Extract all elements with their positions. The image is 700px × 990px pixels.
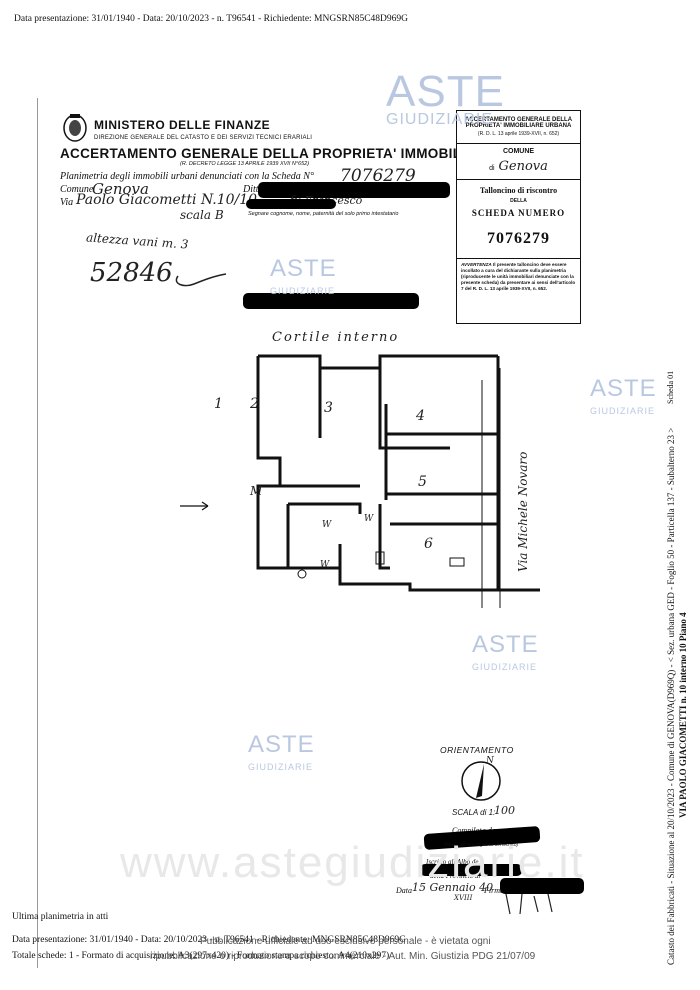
ministry-title: MINISTERO DELLE FINANZE	[94, 118, 271, 132]
orientamento-label: ORIENTAMENTO	[440, 745, 514, 755]
comune-hand: Genova	[92, 180, 149, 198]
room-w2: W	[364, 514, 374, 524]
watermark-2-sub: GIUDIZIARIE	[270, 286, 336, 296]
watermark-3-sub: GIUDIZIARIE	[590, 406, 656, 416]
room-6: 6	[424, 536, 433, 552]
watermark-top-brand: ASTE	[386, 67, 505, 116]
room-m: M	[250, 484, 263, 498]
scheda-number-hand: 7076279	[340, 166, 416, 186]
nome-tecnico-label: (Titolo, nome e cognome del tecnico)	[444, 842, 518, 847]
comune-label: Comune	[60, 184, 94, 195]
document-header: Data presentazione: 31/01/1940 - Data: 2…	[14, 14, 409, 24]
segnare-text: Segnare cognome, nome, paternità del sol…	[248, 211, 399, 217]
watermark-3: ASTE GIUDIZIARIE	[590, 375, 657, 422]
redaction-firma	[500, 878, 584, 894]
watermark-5-brand: ASTE	[248, 731, 315, 758]
watermark-3-brand: ASTE	[590, 375, 657, 402]
altezza-hand: altezza vani m. 3	[85, 230, 189, 252]
form-title: ACCERTAMENTO GENERALE DELLA PROPRIETA' I…	[60, 146, 560, 161]
tallon-avvertenza-title: AVVERTENZA	[461, 262, 492, 267]
tallon-comune-label: COMUNE	[502, 148, 535, 155]
cortile-label: Cortile interno	[272, 330, 400, 345]
via-label: Via	[60, 197, 74, 208]
side-text-address: VIA PAOLO GIACOMETTI n. 10 interno 10 Pi…	[678, 612, 688, 818]
overlay-notice-2: ripubblicazione o riproduzione a scopo c…	[150, 951, 536, 962]
number-hand: 52846	[90, 258, 173, 288]
emblem-icon	[63, 114, 87, 142]
room-4: 4	[416, 408, 425, 424]
room-1: 1	[214, 396, 223, 412]
scala-value-hand: 100	[494, 804, 515, 817]
wall-top	[258, 354, 498, 370]
watermark-4: ASTE GIUDIZIARIE	[472, 631, 539, 678]
compass-icon	[461, 761, 501, 801]
via-hand: Paolo Giacometti N.10/10	[76, 192, 258, 208]
iscritto-label: Iscritto all'Albo de	[426, 858, 479, 866]
provincia-label: della Provincia di	[430, 872, 481, 880]
redaction-mid	[243, 293, 419, 309]
redaction-iscritto	[420, 864, 522, 876]
overlay-notice-1: Pubblicazione ufficiale ad uso esclusivo…	[200, 936, 491, 947]
watermark-4-sub: GIUDIZIARIE	[472, 662, 538, 672]
footer-ultima: Ultima planimetria in atti	[12, 912, 109, 922]
margin-line	[37, 98, 38, 968]
side-text-catasto: Catasto dei Fabbricati - Situazione al 2…	[666, 427, 676, 965]
watermark-url: www.astegiudiziarie.it	[120, 838, 585, 887]
ditta-label: Ditta	[243, 184, 264, 195]
wall-left	[256, 356, 282, 570]
data-label: Data	[396, 886, 412, 895]
watermark-2-brand: ASTE	[270, 255, 337, 282]
tallon-scheda: SCHEDA NUMERO	[471, 208, 566, 218]
room-3: 3	[324, 400, 333, 416]
room-w1: W	[322, 520, 332, 530]
tallon-decree: (R. D. L. 13 aprile 1939-XVII, n. 652)	[477, 131, 560, 137]
planimetria-label: Planimetria degli immobili urbani denunc…	[60, 171, 314, 182]
wall-bottom	[280, 566, 498, 592]
hand-stroke	[175, 273, 227, 287]
watermark-top: ASTE GIUDIZIARIE	[386, 70, 505, 128]
tallon-number: 7076279	[487, 230, 550, 247]
room-5: 5	[418, 474, 427, 490]
tallon-della: DELLA	[510, 198, 527, 204]
footer-line-1: Data presentazione: 31/01/1940 - Data: 2…	[12, 935, 407, 945]
watermark-5-sub: GIUDIZIARIE	[248, 762, 314, 772]
footer-line-2: Totale schede: 1 - Formato di acquisizio…	[12, 951, 390, 961]
wall-bath	[378, 504, 390, 570]
tallon-di: di	[489, 165, 495, 172]
direzione-text: DIREZIONE GENERALE DEL CATASTO E DEI SER…	[94, 135, 313, 141]
room-w3: W	[320, 560, 330, 570]
decree-text: (R. DECRETO LEGGE 13 APRILE 1939 XVII N°…	[180, 161, 310, 167]
talloncino-box: ACCERTAMENTO GENERALE DELLA PROPRIETA' I…	[456, 110, 581, 324]
side-text-scheda: Scheda 01	[666, 370, 675, 404]
north-label: N	[486, 756, 494, 766]
redaction-ditta	[258, 182, 450, 198]
watermark-top-sub: GIUDIZIARIE	[386, 111, 494, 128]
floor-plan	[180, 354, 540, 608]
tallon-title: ACCERTAMENTO GENERALE DELLA PROPRIETA' I…	[464, 117, 573, 129]
watermark-2: ASTE GIUDIZIARIE	[270, 255, 337, 302]
scala-hand: scala B	[180, 208, 224, 222]
anno-hand: XVIII	[454, 894, 473, 902]
tallon-comune-hand: Genova	[498, 159, 548, 174]
room-2: 2	[250, 396, 259, 412]
street-label: Via Michele Novaro	[516, 451, 530, 572]
signature-stroke	[505, 893, 553, 915]
firma-label: Firma	[484, 886, 504, 895]
data-hand: 15 Gennaio 40	[412, 881, 494, 894]
wall-2-3	[378, 368, 450, 450]
tallon-avvertenza: Il presente talloncino deve essere incol…	[461, 262, 576, 291]
scala-label: SCALA di 1:	[452, 808, 496, 817]
redaction-via	[246, 199, 336, 209]
tallon-talloncino: Talloncino di riscontro	[479, 186, 558, 195]
watermark-4-brand: ASTE	[472, 631, 539, 658]
wall-bath-top	[288, 502, 362, 514]
watermark-5: ASTE GIUDIZIARIE	[248, 731, 315, 778]
wall-5-6	[386, 492, 500, 498]
